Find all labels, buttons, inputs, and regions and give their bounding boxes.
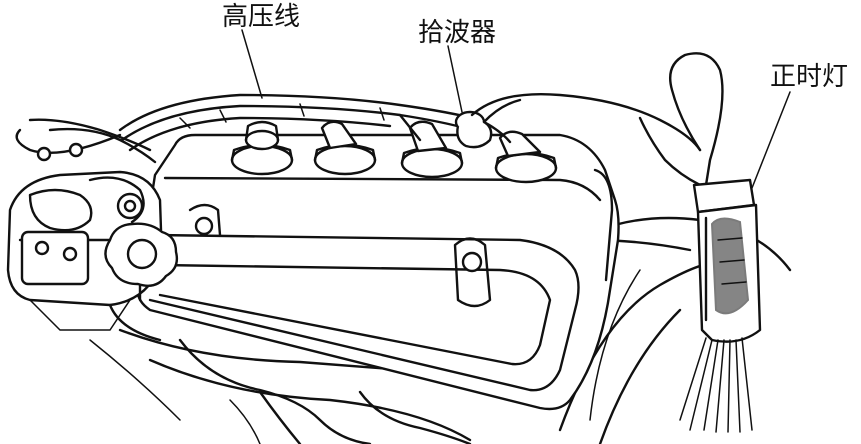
spark-plug-boot-1 — [230, 120, 294, 176]
leader-high-voltage-wire — [241, 29, 263, 99]
timing-light-cable — [470, 52, 724, 187]
spark-plug-boots — [230, 120, 558, 184]
leader-pickup — [447, 45, 463, 113]
pickup-clamp — [454, 98, 522, 149]
high-voltage-wires — [15, 93, 512, 164]
spark-plug-boot-4 — [494, 130, 558, 184]
leader-timing-light — [751, 91, 791, 189]
label-high-voltage-wire: 高压线 — [222, 2, 301, 32]
label-pickup: 拾波器 — [418, 18, 497, 48]
light-beam — [679, 337, 753, 433]
callout-leaders — [241, 29, 791, 189]
label-timing-light: 正时灯 — [770, 62, 849, 92]
spark-plug-boot-3 — [400, 120, 464, 179]
valve-cover — [136, 133, 620, 411]
spark-plug-boot-2 — [313, 120, 377, 176]
distributor-assembly — [6, 170, 179, 342]
timing-light — [692, 178, 762, 343]
